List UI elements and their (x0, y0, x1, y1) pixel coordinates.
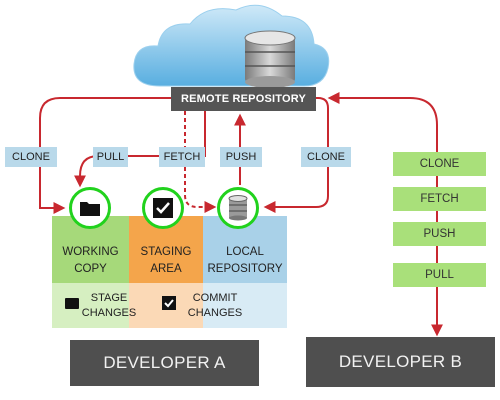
pull-tag: PULL (93, 147, 128, 167)
fetch-arrow (184, 111, 217, 213)
cloud-icon (133, 4, 330, 87)
checkbox-icon (162, 296, 176, 310)
commit-changes-label: COMMIT CHANGES (187, 292, 243, 319)
fetch-tag: FETCH (159, 147, 205, 167)
folder-icon (65, 298, 79, 309)
folder-icon (80, 202, 100, 216)
developer-b-action-pull: PULL (393, 263, 486, 287)
clone-right-tag: CLONE (301, 147, 351, 167)
developer-b-action-clone: CLONE (393, 152, 486, 176)
developer-b-box: DEVELOPER B (306, 337, 495, 387)
local-repository-ring (217, 187, 259, 229)
developer-b-action-fetch: FETCH (393, 187, 486, 211)
checkbox-icon (153, 198, 173, 218)
local-repository-sub (203, 283, 287, 328)
clone-left-tag: CLONE (5, 147, 57, 167)
staging-area-ring (142, 187, 184, 229)
developer-b-action-push: PUSH (393, 222, 486, 246)
working-copy-ring (69, 187, 111, 229)
push-tag: PUSH (220, 147, 262, 167)
remote-repository-label: REMOTE REPOSITORY (171, 87, 316, 111)
developer-b-line (327, 92, 438, 330)
database-icon (244, 30, 296, 88)
stage-changes-label: STAGE CHANGES (81, 292, 137, 319)
database-icon (228, 195, 248, 221)
developer-a-box: DEVELOPER A (70, 340, 259, 386)
working-copy-sub (52, 283, 129, 328)
clone-left-arrow (39, 97, 171, 214)
